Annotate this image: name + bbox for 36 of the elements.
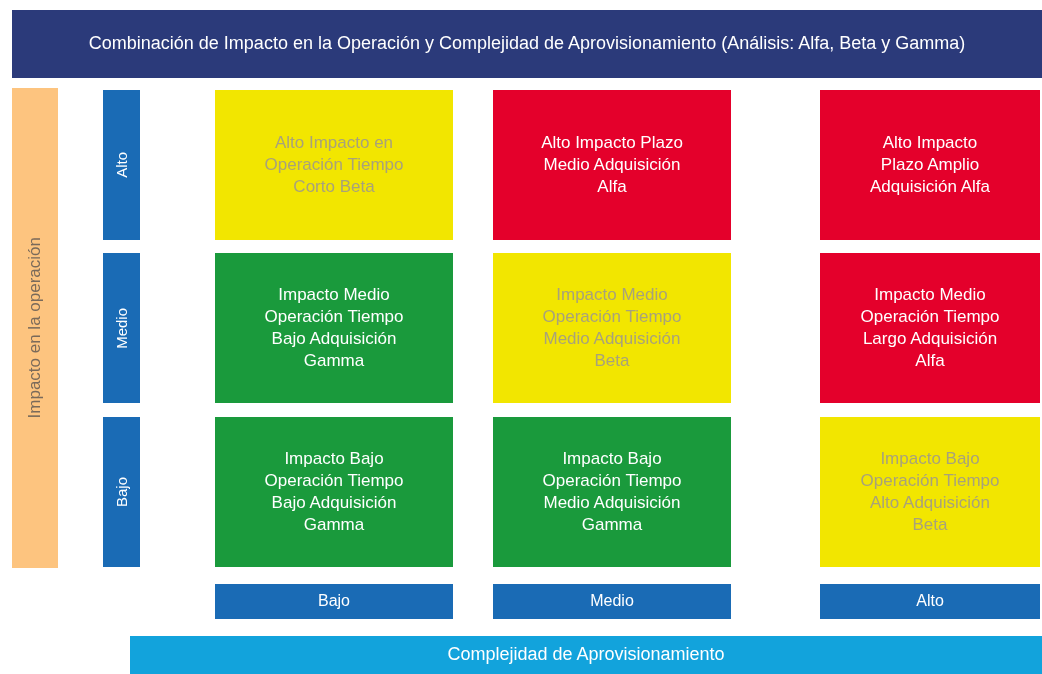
label-text: Combinación de Impacto en la Operación y Complejidad de Aprovisionamiento (Análisis: Alfa, Beta y Gamma) — [88, 32, 966, 56]
column-label — [215, 584, 453, 619]
label-text: Alto Impacto Plazo Medio Adquisición Alfa — [540, 131, 684, 199]
label-text: Impacto Bajo Operación Tiempo Alto Adquisición Beta — [860, 447, 1000, 537]
label-text: Alto Impacto en Operación Tiempo Corto Beta — [263, 131, 405, 199]
label-text: Impacto Medio Operación Tiempo Largo Adquisición Alfa — [860, 283, 1000, 373]
label-text: Impacto Bajo Operación Tiempo Medio Adquisición Gamma — [541, 447, 683, 537]
label-text: Impacto Bajo Operación Tiempo Bajo Adquisición Gamma — [263, 447, 405, 537]
label-text: Impacto en la operación — [23, 237, 45, 419]
matrix-cell — [493, 253, 731, 403]
label-text: Impacto Medio Operación Tiempo Medio Adquisición Beta — [541, 283, 683, 373]
label-text: Bajo — [318, 591, 350, 612]
matrix-cell — [820, 90, 1040, 240]
row-label — [103, 253, 140, 403]
title-banner — [12, 10, 1042, 78]
matrix-cell — [493, 417, 731, 567]
row-label — [103, 90, 140, 240]
axis-band — [12, 88, 58, 568]
label-text: Medio — [590, 591, 634, 612]
axis-band — [130, 636, 1042, 674]
label-text: Medio — [111, 307, 131, 349]
row-label — [103, 417, 140, 567]
column-label — [820, 584, 1040, 619]
column-label — [493, 584, 731, 619]
label-text: Alto — [916, 591, 944, 612]
matrix-cell — [215, 253, 453, 403]
label-text: Bajo — [111, 477, 131, 507]
matrix-cell — [820, 417, 1040, 567]
label-text: Impacto Medio Operación Tiempo Bajo Adquisición Gamma — [263, 283, 405, 373]
matrix-cell — [215, 417, 453, 567]
label-text: Complejidad de Aprovisionamiento — [447, 643, 725, 667]
label-text: Alto — [111, 152, 131, 178]
matrix-cell — [493, 90, 731, 240]
matrix-cell — [215, 90, 453, 240]
matrix-cell — [820, 253, 1040, 403]
label-text: Alto Impacto Plazo Amplio Adquisición Alfa — [869, 131, 991, 199]
